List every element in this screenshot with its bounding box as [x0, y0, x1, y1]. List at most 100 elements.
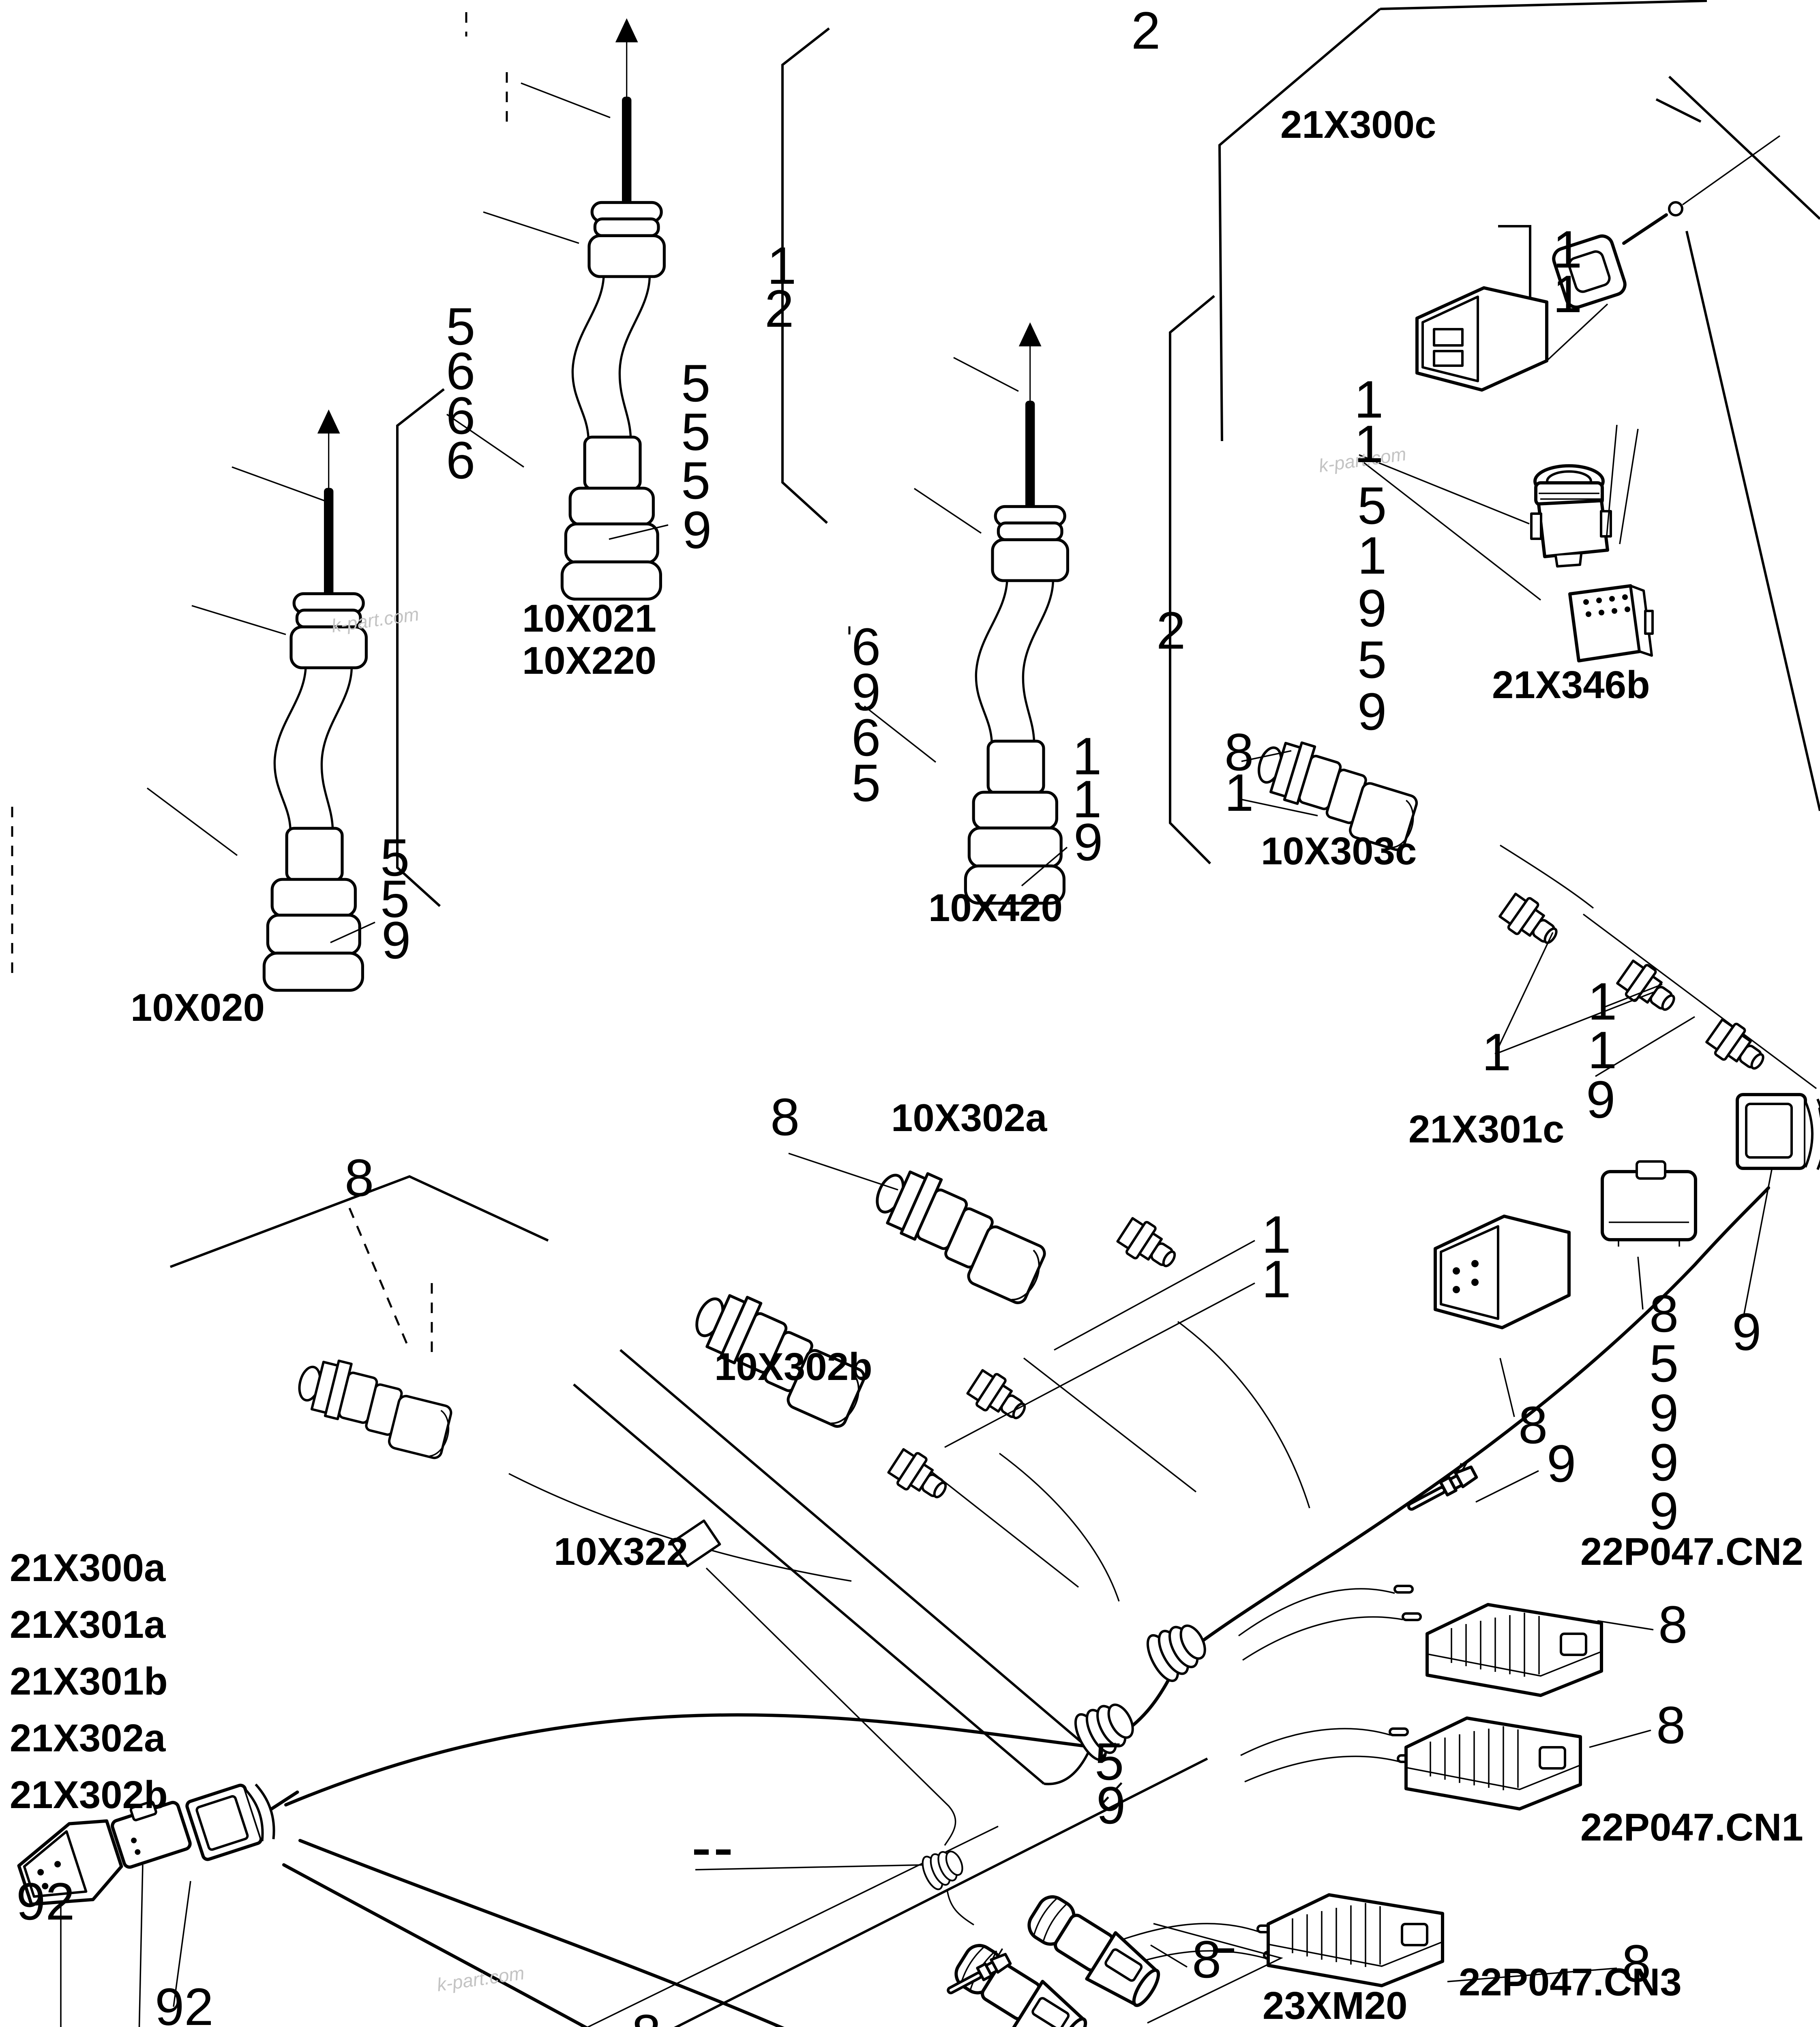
- item-number: 9: [851, 662, 881, 722]
- part-label: 10X302b: [714, 1345, 872, 1388]
- item-number: 2: [1131, 1, 1160, 60]
- item-number: 6: [851, 708, 881, 767]
- item-number: 1: [1224, 763, 1254, 822]
- item-number: 2: [1156, 601, 1185, 660]
- item-number: 6: [446, 386, 475, 445]
- part-label: 21X300a: [10, 1546, 166, 1590]
- item-number: 1: [1262, 1205, 1291, 1264]
- part-label: 22P047.CN2: [1580, 1530, 1803, 1573]
- item-number: 9: [1732, 1302, 1761, 1361]
- item-number: 9: [1357, 579, 1387, 638]
- sensor-left-group: [290, 1353, 459, 1460]
- item-number: 8: [1192, 1930, 1221, 1989]
- item-number: 1: [1553, 264, 1582, 324]
- item-number: 5: [1095, 1732, 1124, 1791]
- part-label: 10X420: [928, 886, 1063, 930]
- item-number: 8: [770, 1087, 800, 1146]
- item-number: 5: [1357, 630, 1387, 689]
- item-number: 9: [682, 500, 712, 559]
- item-number: 5: [446, 297, 475, 356]
- part-label: 10X322: [554, 1530, 688, 1573]
- part-label: 10X302a: [891, 1096, 1047, 1140]
- connector-cluster-left: [17, 1783, 299, 2027]
- part-label: 21X300c: [1280, 103, 1436, 146]
- connector-21x301c-a: [1434, 1215, 1571, 1329]
- panel-outlines: [169, 0, 1820, 2027]
- part-label: 23XM20: [1263, 1984, 1408, 2027]
- connector-22p047-cn2: [1427, 1605, 1601, 1695]
- item-number: 1: [1072, 726, 1102, 786]
- item-number: 6: [446, 431, 475, 490]
- item-number: 9: [1649, 1433, 1679, 1492]
- item-number: 8: [1649, 1284, 1679, 1343]
- item-numbers-group: 2111151959566655591269655592119811119988…: [16, 1, 1761, 2027]
- part-label: 22P047.CN3: [1459, 1961, 1682, 2004]
- item-number: 1: [1588, 1020, 1617, 1080]
- item-number: 8: [345, 1148, 374, 1207]
- item-number: 6: [446, 341, 475, 401]
- item-number: 9: [1586, 1070, 1615, 1129]
- part-label: 23XL20: [1263, 2025, 1399, 2027]
- item-number: 8: [1656, 1695, 1685, 1755]
- module-21x346b: [1568, 584, 1654, 662]
- item-number: 1: [1262, 1249, 1291, 1309]
- watermark-text: k-part.com: [435, 1962, 525, 1995]
- item-number: 92: [16, 1872, 75, 1931]
- item-number: 1: [1072, 769, 1102, 829]
- part-label: 21X302b: [10, 1773, 168, 1817]
- item-number: 9: [1357, 682, 1387, 741]
- item-number: 5: [1357, 476, 1387, 535]
- item-number: 9: [1649, 1383, 1679, 1442]
- item-number: 9: [382, 911, 411, 970]
- part-label: 21X301c: [1408, 1108, 1564, 1151]
- item-number: 5: [380, 828, 409, 887]
- item-number: 5: [681, 354, 710, 413]
- part-label: 10X220: [522, 639, 656, 682]
- part-label: 21X346b: [1492, 663, 1650, 707]
- item-number: 5: [380, 869, 409, 928]
- item-number: 92: [155, 1977, 214, 2027]
- item-number: 9: [1649, 1481, 1679, 1541]
- item-number: 9: [1096, 1776, 1125, 1835]
- plug-leader-lines: [1147, 1923, 1283, 2024]
- item-number: 1: [767, 236, 796, 295]
- item-number: 5: [851, 753, 881, 812]
- item-number: 2: [765, 279, 794, 338]
- connector-21x301c-boot: [1736, 1093, 1820, 1170]
- part-label: 10X020: [131, 986, 265, 1029]
- item-number: 1: [1588, 972, 1617, 1031]
- group-brackets: [396, 27, 1531, 907]
- part-label: 21X301a: [10, 1603, 166, 1646]
- connector-22p047-cn3: [1268, 1895, 1443, 1986]
- item-number: 5: [1649, 1334, 1679, 1393]
- part-label: 21X301b: [10, 1660, 168, 1703]
- item-number: 1: [1354, 370, 1383, 429]
- item-number: 1: [1357, 526, 1387, 585]
- item-number: 5: [681, 451, 710, 510]
- connector-21x300c: [1415, 135, 1781, 392]
- connector-21x301c-b: [1601, 1160, 1697, 1247]
- direction-arrow: [586, 1826, 999, 2027]
- item-number: 1: [1553, 220, 1582, 279]
- connector-22p047-cn1: [1406, 1718, 1580, 1809]
- item-number: 8: [1622, 1934, 1651, 1993]
- part-label: 10X303c: [1261, 829, 1417, 873]
- item-number: 8: [632, 2003, 661, 2027]
- grommet-upper: [1142, 1616, 1213, 1685]
- crimp-pin-cn2: [1402, 1460, 1477, 1514]
- item-number: 5: [681, 402, 710, 461]
- item-number: 9: [1547, 1434, 1576, 1493]
- connector-21x346b: [1530, 464, 1612, 568]
- item-number: 1: [1482, 1022, 1511, 1082]
- item-number: 9: [1074, 812, 1103, 872]
- item-number: 1: [1354, 414, 1383, 474]
- part-label: 10X021: [522, 597, 656, 640]
- leader-lines: [11, 12, 1773, 1982]
- wire-10x322: [670, 1519, 927, 1871]
- item-number: 8: [1224, 722, 1254, 782]
- part-label: 22P047.CN1: [1580, 1806, 1803, 1849]
